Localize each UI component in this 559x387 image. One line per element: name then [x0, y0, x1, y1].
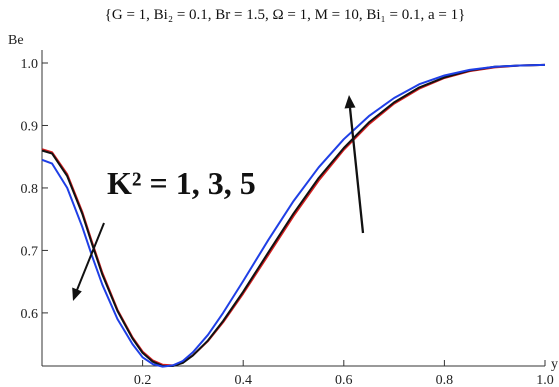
x-tick-label: 0.8: [436, 373, 454, 387]
annotation-label: K² = 1, 3, 5: [107, 165, 256, 201]
y-tick-label: 0.6: [21, 307, 39, 322]
x-tick-label: 0.4: [234, 373, 252, 387]
x-tick-label: 0.2: [134, 373, 152, 387]
x-axis-label: y: [551, 357, 558, 372]
x-tick-label: 0.6: [335, 373, 353, 387]
chart-title: {G = 1, Bi₂ = 0.1, Br = 1.5, Ω = 1, M = …: [105, 7, 466, 23]
y-tick-label: 1.0: [21, 57, 39, 72]
annotation-arrow-right: [344, 95, 365, 234]
y-axis-label: Be: [8, 33, 24, 48]
y-tick-label: 0.8: [21, 182, 39, 197]
series-line-3: [41, 63, 546, 368]
y-tick-label: 0.7: [21, 244, 39, 259]
series-layer: [41, 63, 546, 368]
axis-ticks: 0.2 0.4 0.6 0.8 1.0 0.6 0.7 0.8 0.9 1.0: [21, 57, 554, 387]
series-line-2: [41, 63, 546, 367]
y-tick-label: 0.9: [21, 119, 39, 134]
annotation-arrow-left: [72, 222, 105, 301]
x-tick-label: 1.0: [536, 373, 554, 387]
